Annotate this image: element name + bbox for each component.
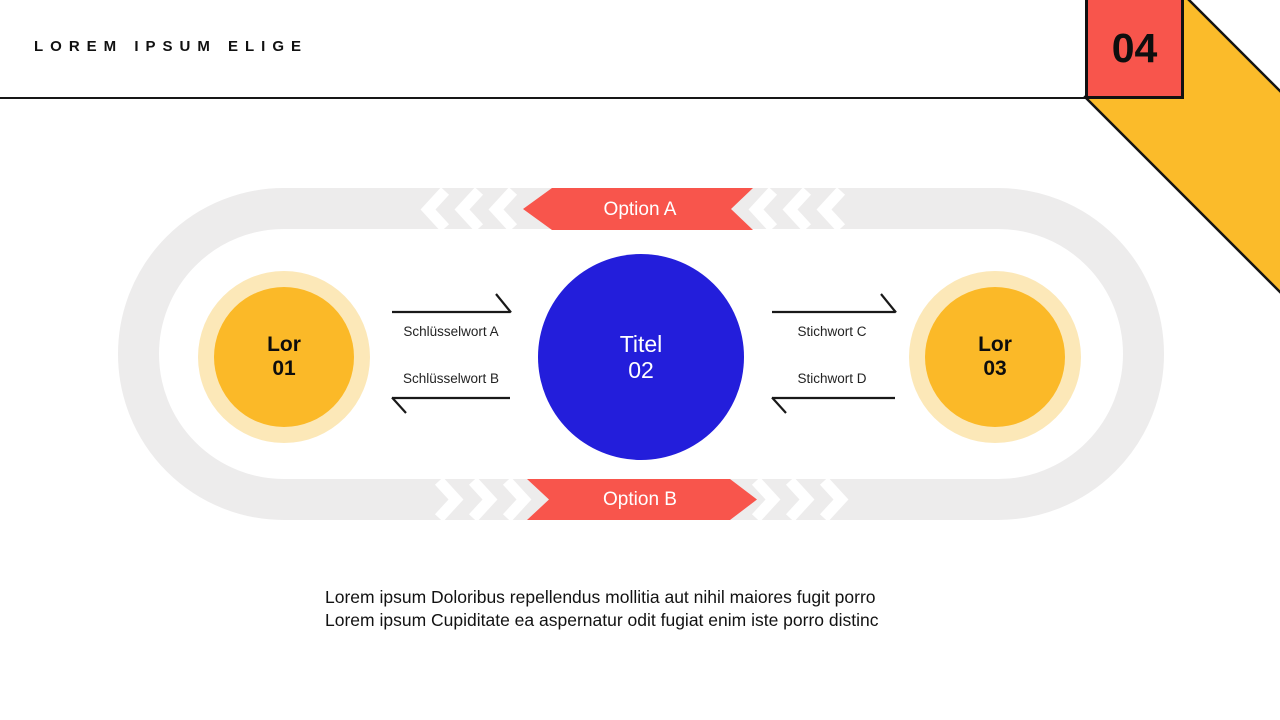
option-b-label: Option B (603, 489, 677, 510)
description-line-2: Lorem ipsum Cupiditate ea aspernatur odi… (325, 610, 879, 630)
node-1: Lor 01 (214, 287, 354, 427)
node-2: Titel 02 (538, 254, 744, 460)
keyword-d-label: Stichwort D (797, 371, 867, 386)
header-divider (0, 0, 1280, 99)
description-text: Lorem ipsum Doloribus repellendus mollit… (325, 586, 878, 632)
node-3-title: Lor (978, 333, 1012, 356)
page-number-badge: 04 (1085, 0, 1184, 99)
node-3-number: 03 (983, 357, 1007, 380)
node-2-number: 02 (628, 357, 654, 383)
node-2-title: Titel (619, 331, 663, 357)
option-a-label: Option A (603, 199, 677, 220)
slide-title: LOREM IPSUM ELIGE (34, 38, 309, 55)
keyword-c-label: Stichwort C (797, 324, 867, 339)
keyword-a-label: Schlüsselwort A (403, 324, 499, 339)
node-1-number: 01 (272, 357, 296, 380)
node-3: Lor 03 (925, 287, 1065, 427)
keyword-b-label: Schlüsselwort B (402, 371, 500, 386)
page-number: 04 (1111, 24, 1158, 71)
description-line-1: Lorem ipsum Doloribus repellendus mollit… (325, 587, 876, 607)
node-1-title: Lor (267, 333, 301, 356)
